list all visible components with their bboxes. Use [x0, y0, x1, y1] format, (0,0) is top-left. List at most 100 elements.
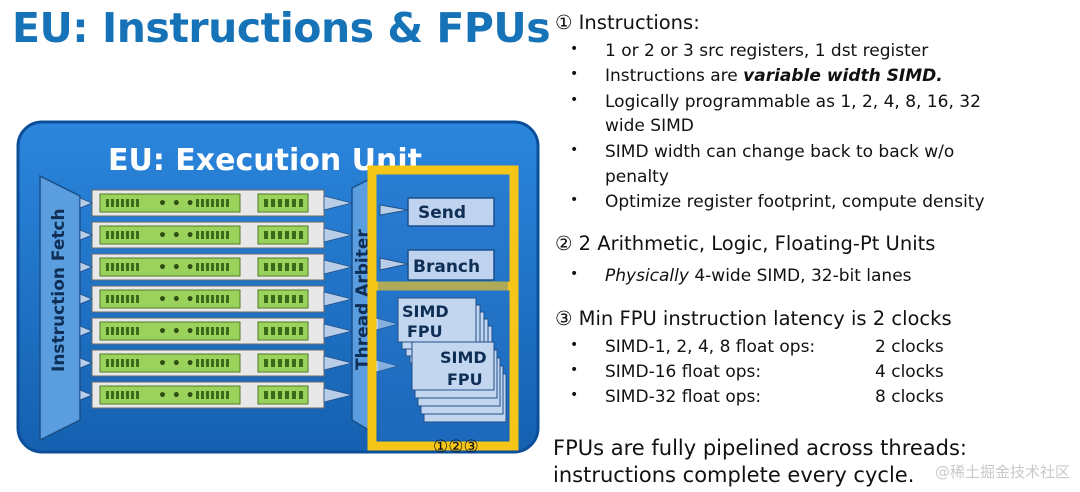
- row-arrow-4: [323, 291, 353, 307]
- reg-cell-a-6-3: [116, 359, 119, 367]
- reg-cell-a-6-7: [136, 359, 139, 367]
- reg-cell-a-3-5: [126, 263, 129, 271]
- reg-cell-b-4-6: [221, 295, 224, 303]
- arch-cell-4-5: [292, 295, 296, 303]
- arch-register-6: [257, 353, 309, 373]
- arch-cell-1-2: [271, 199, 275, 207]
- section3-heading: ③ Min FPU instruction latency is 2 clock…: [555, 307, 952, 330]
- reg-cell-a-4-1: [106, 295, 109, 303]
- reg-cell-a-2-2: [111, 231, 114, 239]
- reg-cell-b-4-1: [196, 295, 199, 303]
- reg-cell-a-2-7: [136, 231, 139, 239]
- s1-bullet-1: 1 or 2 or 3 src registers, 1 dst registe…: [570, 41, 928, 61]
- reg-cell-a-5-7: [136, 327, 139, 335]
- reg-cell-b-1-3: [206, 199, 209, 207]
- reg-cell-a-4-5: [126, 295, 129, 303]
- reg-cell-a-1-1: [106, 199, 109, 207]
- arch-cell-7-3: [278, 391, 282, 399]
- reg-cell-a-5-5: [126, 327, 129, 335]
- instruction-fetch-label: Instruction Fetch: [49, 208, 69, 372]
- fetch-arrow-5: [79, 325, 94, 337]
- arch-cell-1-5: [292, 199, 296, 207]
- reg-cell-a-2-6: [131, 231, 134, 239]
- s1-bullet-4-cont: penalty: [605, 167, 669, 187]
- reg-cell-a-1-5: [126, 199, 129, 207]
- arch-cell-4-6: [299, 295, 303, 303]
- register-file-6: [99, 353, 241, 373]
- reg-cell-b-2-4: [211, 231, 214, 239]
- reg-cell-a-3-6: [131, 263, 134, 271]
- reg-cell-a-3-7: [136, 263, 139, 271]
- reg-cell-a-1-4: [121, 199, 124, 207]
- register-dots-7: • • •: [158, 388, 195, 404]
- send-unit: [407, 197, 495, 227]
- send-label: Send: [418, 203, 466, 223]
- arch-register-1: [257, 193, 309, 213]
- arch-cell-2-4: [285, 231, 289, 239]
- simd-fpu-stack-2: [411, 341, 507, 423]
- reg-cell-a-7-5: [126, 391, 129, 399]
- register-rows: • • •• • •• • •• • •• • •• • •• • •: [79, 189, 400, 409]
- reg-cell-a-4-2: [111, 295, 114, 303]
- arch-cell-2-1: [264, 231, 268, 239]
- reg-cell-b-7-2: [201, 391, 204, 399]
- arch-cell-5-3: [278, 327, 282, 335]
- reg-cell-b-2-5: [216, 231, 219, 239]
- s2-bullet-italic: Physically: [605, 266, 689, 286]
- s3-row-1-value: 2 clocks: [875, 337, 944, 357]
- arch-cell-6-1: [264, 359, 268, 367]
- reg-cell-b-3-1: [196, 263, 199, 271]
- row-arrow-7: [323, 387, 353, 403]
- s1-bullet-4: SIMD width can change back to back w/o: [570, 142, 954, 162]
- reg-cell-a-5-2: [111, 327, 114, 335]
- reg-cell-b-1-6: [221, 199, 224, 207]
- arch-cell-3-5: [292, 263, 296, 271]
- arch-cell-2-6: [299, 231, 303, 239]
- arch-register-2: [257, 225, 309, 245]
- reg-cell-b-7-1: [196, 391, 199, 399]
- reg-cell-b-3-7: [226, 263, 229, 271]
- simd-fpu-2-line1: SIMD: [440, 348, 487, 367]
- register-dots-2: • • •: [158, 228, 195, 244]
- reg-cell-b-7-5: [216, 391, 219, 399]
- arch-register-4: [257, 289, 309, 309]
- simd-fpu-1-line1: SIMD: [402, 302, 449, 321]
- fetch-arrow-2: [79, 229, 94, 241]
- s1-bullet-2-bold: variable width SIMD.: [743, 66, 943, 86]
- arch-cell-4-4: [285, 295, 289, 303]
- reg-cell-a-7-4: [121, 391, 124, 399]
- reg-cell-a-1-2: [111, 199, 114, 207]
- s2-bullet: Physically 4-wide SIMD, 32-bit lanes: [570, 266, 911, 286]
- arch-cell-3-4: [285, 263, 289, 271]
- reg-cell-a-4-6: [131, 295, 134, 303]
- reg-cell-b-7-4: [211, 391, 214, 399]
- reg-cell-a-5-4: [121, 327, 124, 335]
- reg-cell-a-3-2: [111, 263, 114, 271]
- arch-cell-5-6: [299, 327, 303, 335]
- reg-cell-b-1-4: [211, 199, 214, 207]
- arch-cell-1-3: [278, 199, 282, 207]
- s1-bullet-2-pre: Instructions are: [605, 66, 744, 86]
- reg-cell-b-2-6: [221, 231, 224, 239]
- arch-cell-7-5: [292, 391, 296, 399]
- reg-cell-b-5-5: [216, 327, 219, 335]
- fpu1-layer-1: [397, 297, 477, 343]
- register-file-4: [99, 289, 241, 309]
- footer-line-1: FPUs are fully pipelined across threads:: [553, 436, 968, 460]
- reg-cell-b-6-3: [206, 359, 209, 367]
- reg-cell-b-6-1: [196, 359, 199, 367]
- reg-cell-b-4-5: [216, 295, 219, 303]
- fetch-arrow-6: [79, 357, 94, 369]
- arch-register-3: [257, 257, 309, 277]
- s1-bullet-2: Instructions are variable width SIMD.: [570, 66, 943, 86]
- reg-cell-b-7-7: [226, 391, 229, 399]
- reg-cell-a-5-6: [131, 327, 134, 335]
- simd-fpu-1-line2: FPU: [407, 322, 443, 341]
- reg-cell-b-7-6: [221, 391, 224, 399]
- branch-label: Branch: [413, 257, 480, 277]
- reg-cell-b-5-6: [221, 327, 224, 335]
- row-arrow-2: [323, 227, 353, 243]
- reg-cell-b-2-7: [226, 231, 229, 239]
- arch-cell-2-3: [278, 231, 282, 239]
